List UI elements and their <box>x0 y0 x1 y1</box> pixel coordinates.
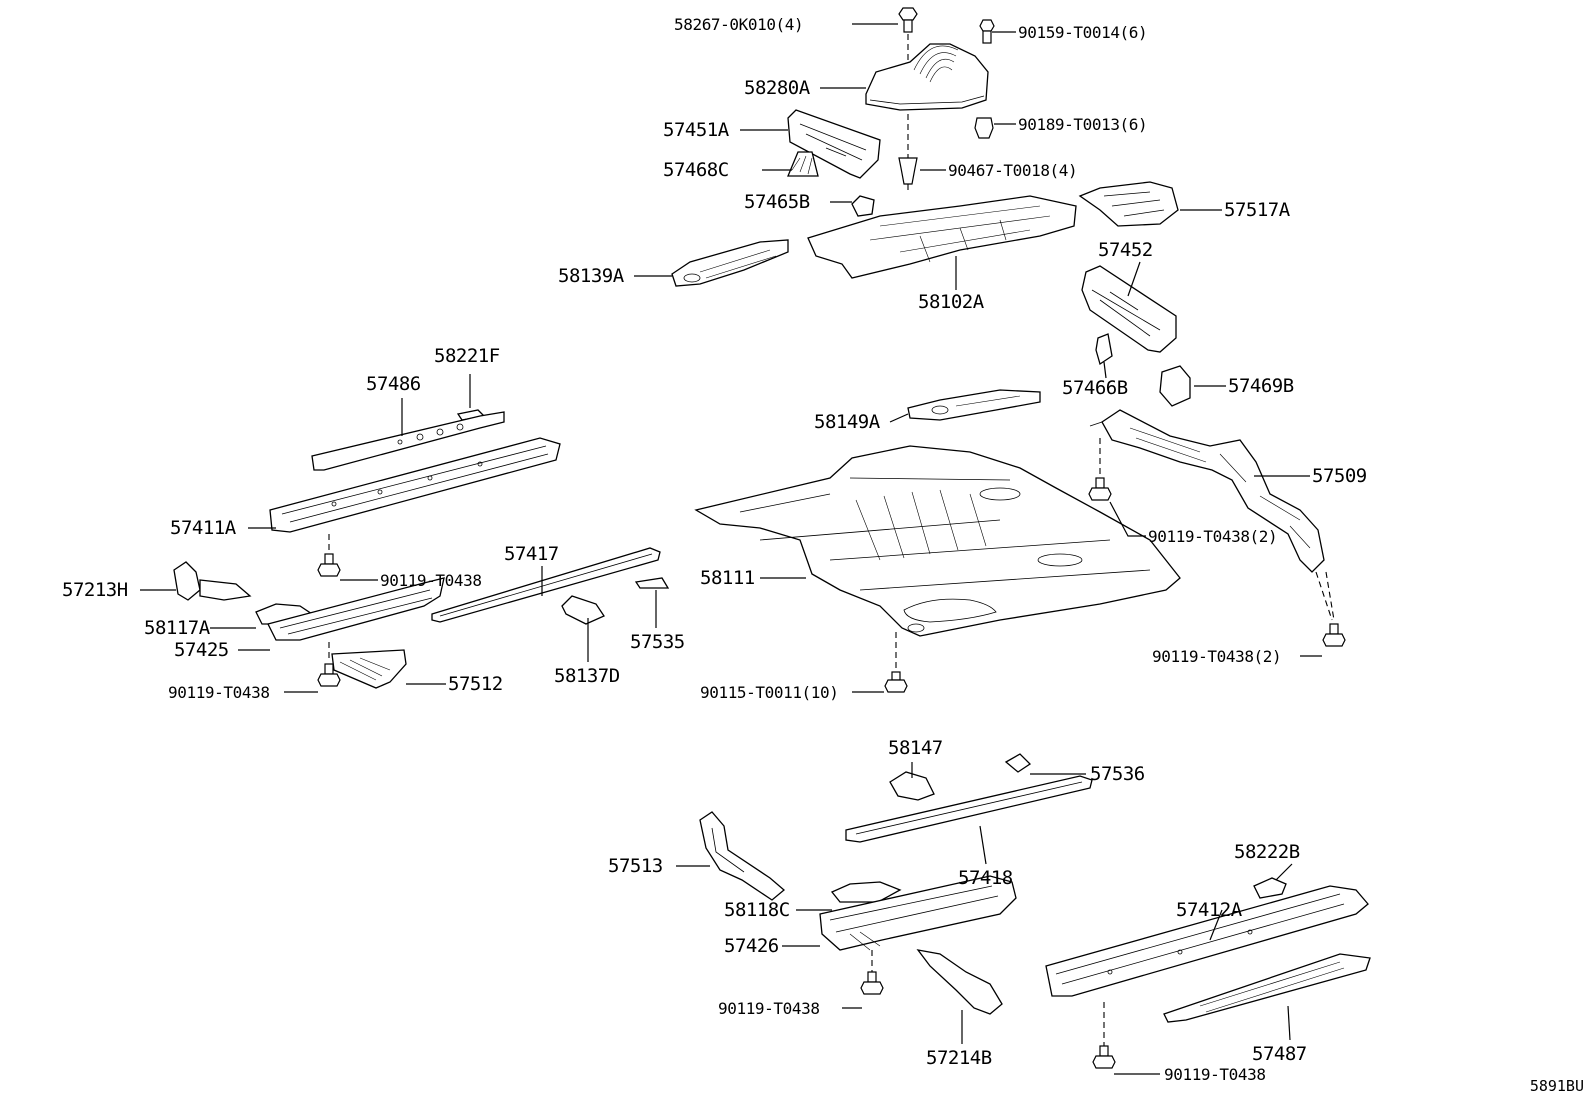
clip-90189-icon[interactable] <box>974 117 994 139</box>
part-57535-plate[interactable] <box>634 577 670 589</box>
label-57411A: 57411A <box>170 517 237 539</box>
label-57418: 57418 <box>958 867 1013 889</box>
label-58147: 58147 <box>888 737 943 759</box>
bolt-90159-icon[interactable] <box>979 19 995 44</box>
label-57512: 57512 <box>448 673 503 695</box>
part-57214B-bracket[interactable] <box>916 949 1003 1015</box>
label-58118C: 58118C <box>724 899 790 921</box>
label-90467: 90467-T0018(4) <box>948 161 1077 180</box>
bolt-90119-right-upper-icon[interactable] <box>1088 477 1112 501</box>
label-57469B: 57469B <box>1228 375 1294 397</box>
label-58280A: 58280A <box>744 77 811 99</box>
part-57465B-gusset[interactable] <box>851 195 875 217</box>
label-57417: 57417 <box>504 543 559 565</box>
part-57513-extension[interactable] <box>699 811 786 901</box>
part-58111-floor-pan[interactable] <box>694 445 1181 637</box>
label-58221F: 58221F <box>434 345 500 367</box>
diagram-code: 5891BU <box>1529 1077 1584 1095</box>
part-58280A-cover[interactable] <box>865 43 989 111</box>
part-57536-bracket[interactable] <box>1004 753 1032 773</box>
label-57465B: 57465B <box>744 191 810 213</box>
label-58102A: 58102A <box>918 291 985 313</box>
part-57452-bracket[interactable] <box>1081 265 1177 353</box>
label-90189: 90189-T0013(6) <box>1018 115 1147 134</box>
label-57468C: 57468C <box>663 159 729 181</box>
label-90159: 90159-T0014(6) <box>1018 23 1147 42</box>
part-57509-crossmember[interactable] <box>1089 409 1325 573</box>
label-57425: 57425 <box>174 639 229 661</box>
part-58222B-plate[interactable] <box>1253 877 1287 899</box>
label-57536: 57536 <box>1090 763 1145 785</box>
label-58222B: 58222B <box>1234 841 1300 863</box>
label-90119-left-lower: 90119-T0438 <box>168 683 270 702</box>
part-57486-reinforcement[interactable] <box>311 411 505 471</box>
part-57412A-rocker-inner[interactable] <box>1045 885 1369 997</box>
part-57512-bracket[interactable] <box>331 649 407 689</box>
label-57451A: 57451A <box>663 119 730 141</box>
part-58102A-crossmember[interactable] <box>807 195 1077 279</box>
label-57513: 57513 <box>608 855 663 877</box>
label-57487: 57487 <box>1252 1043 1307 1065</box>
label-57426: 57426 <box>724 935 779 957</box>
label-90119-bottom-center: 90119-T0438 <box>718 999 820 1018</box>
label-57535: 57535 <box>630 631 685 653</box>
part-57451A-bracket[interactable] <box>787 109 881 179</box>
bolt-90115-icon[interactable] <box>884 671 908 693</box>
part-57417-sill[interactable] <box>431 547 661 623</box>
label-58267: 58267-0K010(4) <box>674 15 803 34</box>
part-58147-bracket[interactable] <box>889 771 935 801</box>
label-90115: 90115-T0011(10) <box>700 683 839 702</box>
part-57468C-gusset[interactable] <box>787 151 819 177</box>
part-58137D-bracket[interactable] <box>561 595 605 625</box>
label-57452: 57452 <box>1098 239 1153 261</box>
clip-90467-icon[interactable] <box>898 157 918 185</box>
label-90119-left-upper: 90119-T0438 <box>380 571 482 590</box>
label-58137D: 58137D <box>554 665 620 687</box>
label-57486: 57486 <box>366 373 421 395</box>
bolt-90119-left-upper-icon[interactable] <box>317 553 341 577</box>
part-57487-reinforcement[interactable] <box>1163 953 1371 1023</box>
part-58139A-reinforcement[interactable] <box>671 239 789 287</box>
bolt-90119-bottom-right-icon[interactable] <box>1092 1045 1116 1069</box>
part-58149A-reinforcement[interactable] <box>907 389 1041 421</box>
part-57469B-gusset[interactable] <box>1159 365 1191 407</box>
label-58139A: 58139A <box>558 265 625 287</box>
label-58149A: 58149A <box>814 411 881 433</box>
label-58117A: 58117A <box>144 617 211 639</box>
part-57426-rocker[interactable] <box>819 875 1017 951</box>
label-90119-bottom-right: 90119-T0438 <box>1164 1065 1266 1084</box>
part-57213H-bracket[interactable] <box>173 561 252 601</box>
label-90119-right-upper: 90119-T0438(2) <box>1148 527 1277 546</box>
label-57412A: 57412A <box>1176 899 1243 921</box>
bolt-58267-icon[interactable] <box>898 7 918 33</box>
label-57517A: 57517A <box>1224 199 1291 221</box>
label-57213H: 57213H <box>62 579 128 601</box>
part-58118C-bracket[interactable] <box>830 881 902 903</box>
part-57425-rocker[interactable] <box>267 577 445 641</box>
label-57509: 57509 <box>1312 465 1367 487</box>
label-90119-right-lower: 90119-T0438(2) <box>1152 647 1281 666</box>
bolt-90119-left-lower-icon[interactable] <box>317 663 341 687</box>
part-57418-sill[interactable] <box>845 775 1093 843</box>
label-58111: 58111 <box>700 567 755 589</box>
bolt-90119-bottom-center-icon[interactable] <box>860 971 884 995</box>
label-57466B: 57466B <box>1062 377 1128 399</box>
part-57517A-bracket[interactable] <box>1078 181 1179 227</box>
part-57466B-gusset[interactable] <box>1095 333 1113 366</box>
part-57411A-rocker-inner[interactable] <box>269 437 561 533</box>
label-57214B: 57214B <box>926 1047 992 1069</box>
bolt-90119-right-lower-icon[interactable] <box>1322 623 1346 647</box>
